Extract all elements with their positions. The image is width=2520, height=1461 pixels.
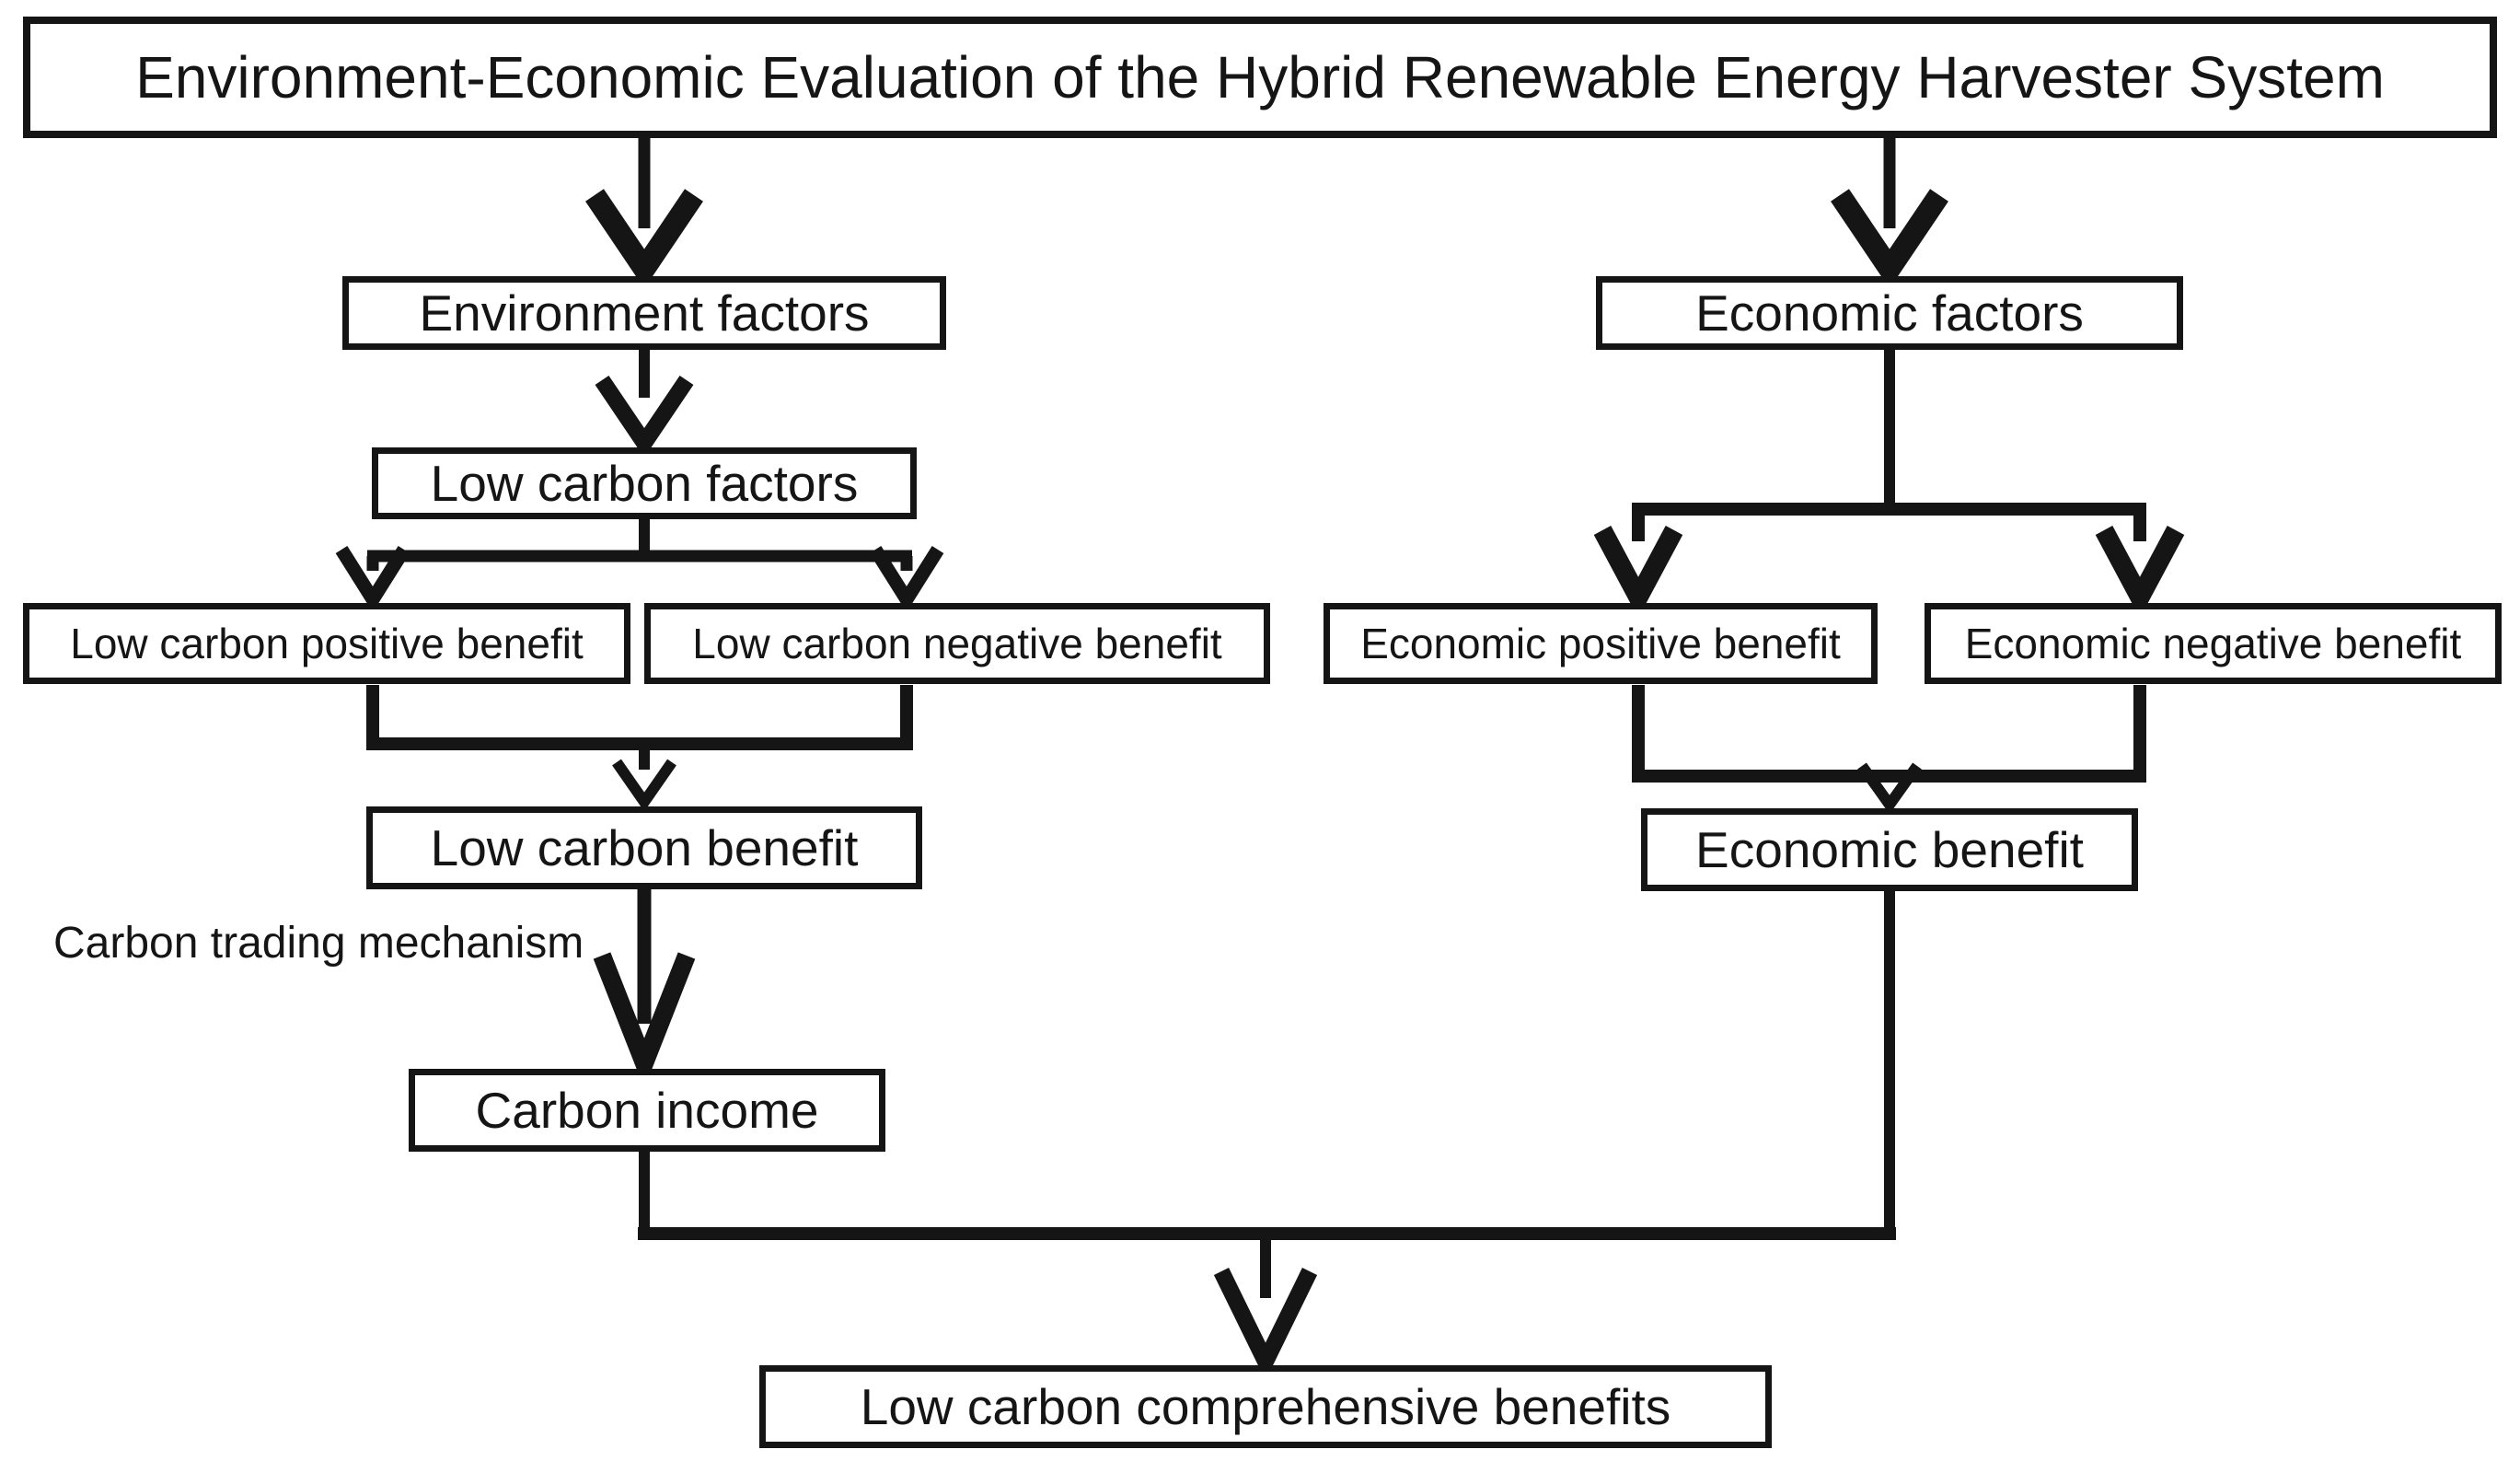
- node-low-carbon-factors: Low carbon factors: [372, 447, 917, 519]
- node-low-carbon-benefit: Low carbon benefit: [366, 806, 922, 889]
- node-title: Environment-Economic Evaluation of the H…: [23, 17, 2497, 138]
- arrow-environment-to-low-carbon-factors: [595, 350, 694, 458]
- node-low-carbon-negative-benefit: Low carbon negative benefit: [644, 603, 1270, 684]
- arrow-title-to-environment-factors: [585, 134, 703, 289]
- node-environment-factors: Environment factors: [342, 276, 946, 350]
- merge-to-comprehensive-benefits: [638, 891, 1896, 1381]
- node-low-carbon-positive-benefit: Low carbon positive benefit: [23, 603, 630, 684]
- node-economic-negative-benefit: Economic negative benefit: [1925, 603, 2502, 684]
- node-economic-positive-benefit: Economic positive benefit: [1324, 603, 1878, 684]
- merge-to-economic-benefit: [1632, 685, 2146, 815]
- edge-label-carbon-trading-mechanism: Carbon trading mechanism: [53, 919, 584, 968]
- merge-to-low-carbon-benefit: [366, 685, 913, 812]
- node-economic-factors: Economic factors: [1596, 276, 2183, 350]
- arrow-title-to-economic-factors: [1831, 134, 1948, 289]
- split-economic-factors: [1593, 350, 2185, 619]
- arrow-low-carbon-benefit-to-carbon-income: [593, 889, 696, 1089]
- node-low-carbon-comprehensive-benefits: Low carbon comprehensive benefits: [759, 1365, 1772, 1448]
- node-carbon-income: Carbon income: [409, 1069, 885, 1152]
- split-low-carbon-factors: [335, 517, 944, 613]
- node-economic-benefit: Economic benefit: [1641, 808, 2138, 891]
